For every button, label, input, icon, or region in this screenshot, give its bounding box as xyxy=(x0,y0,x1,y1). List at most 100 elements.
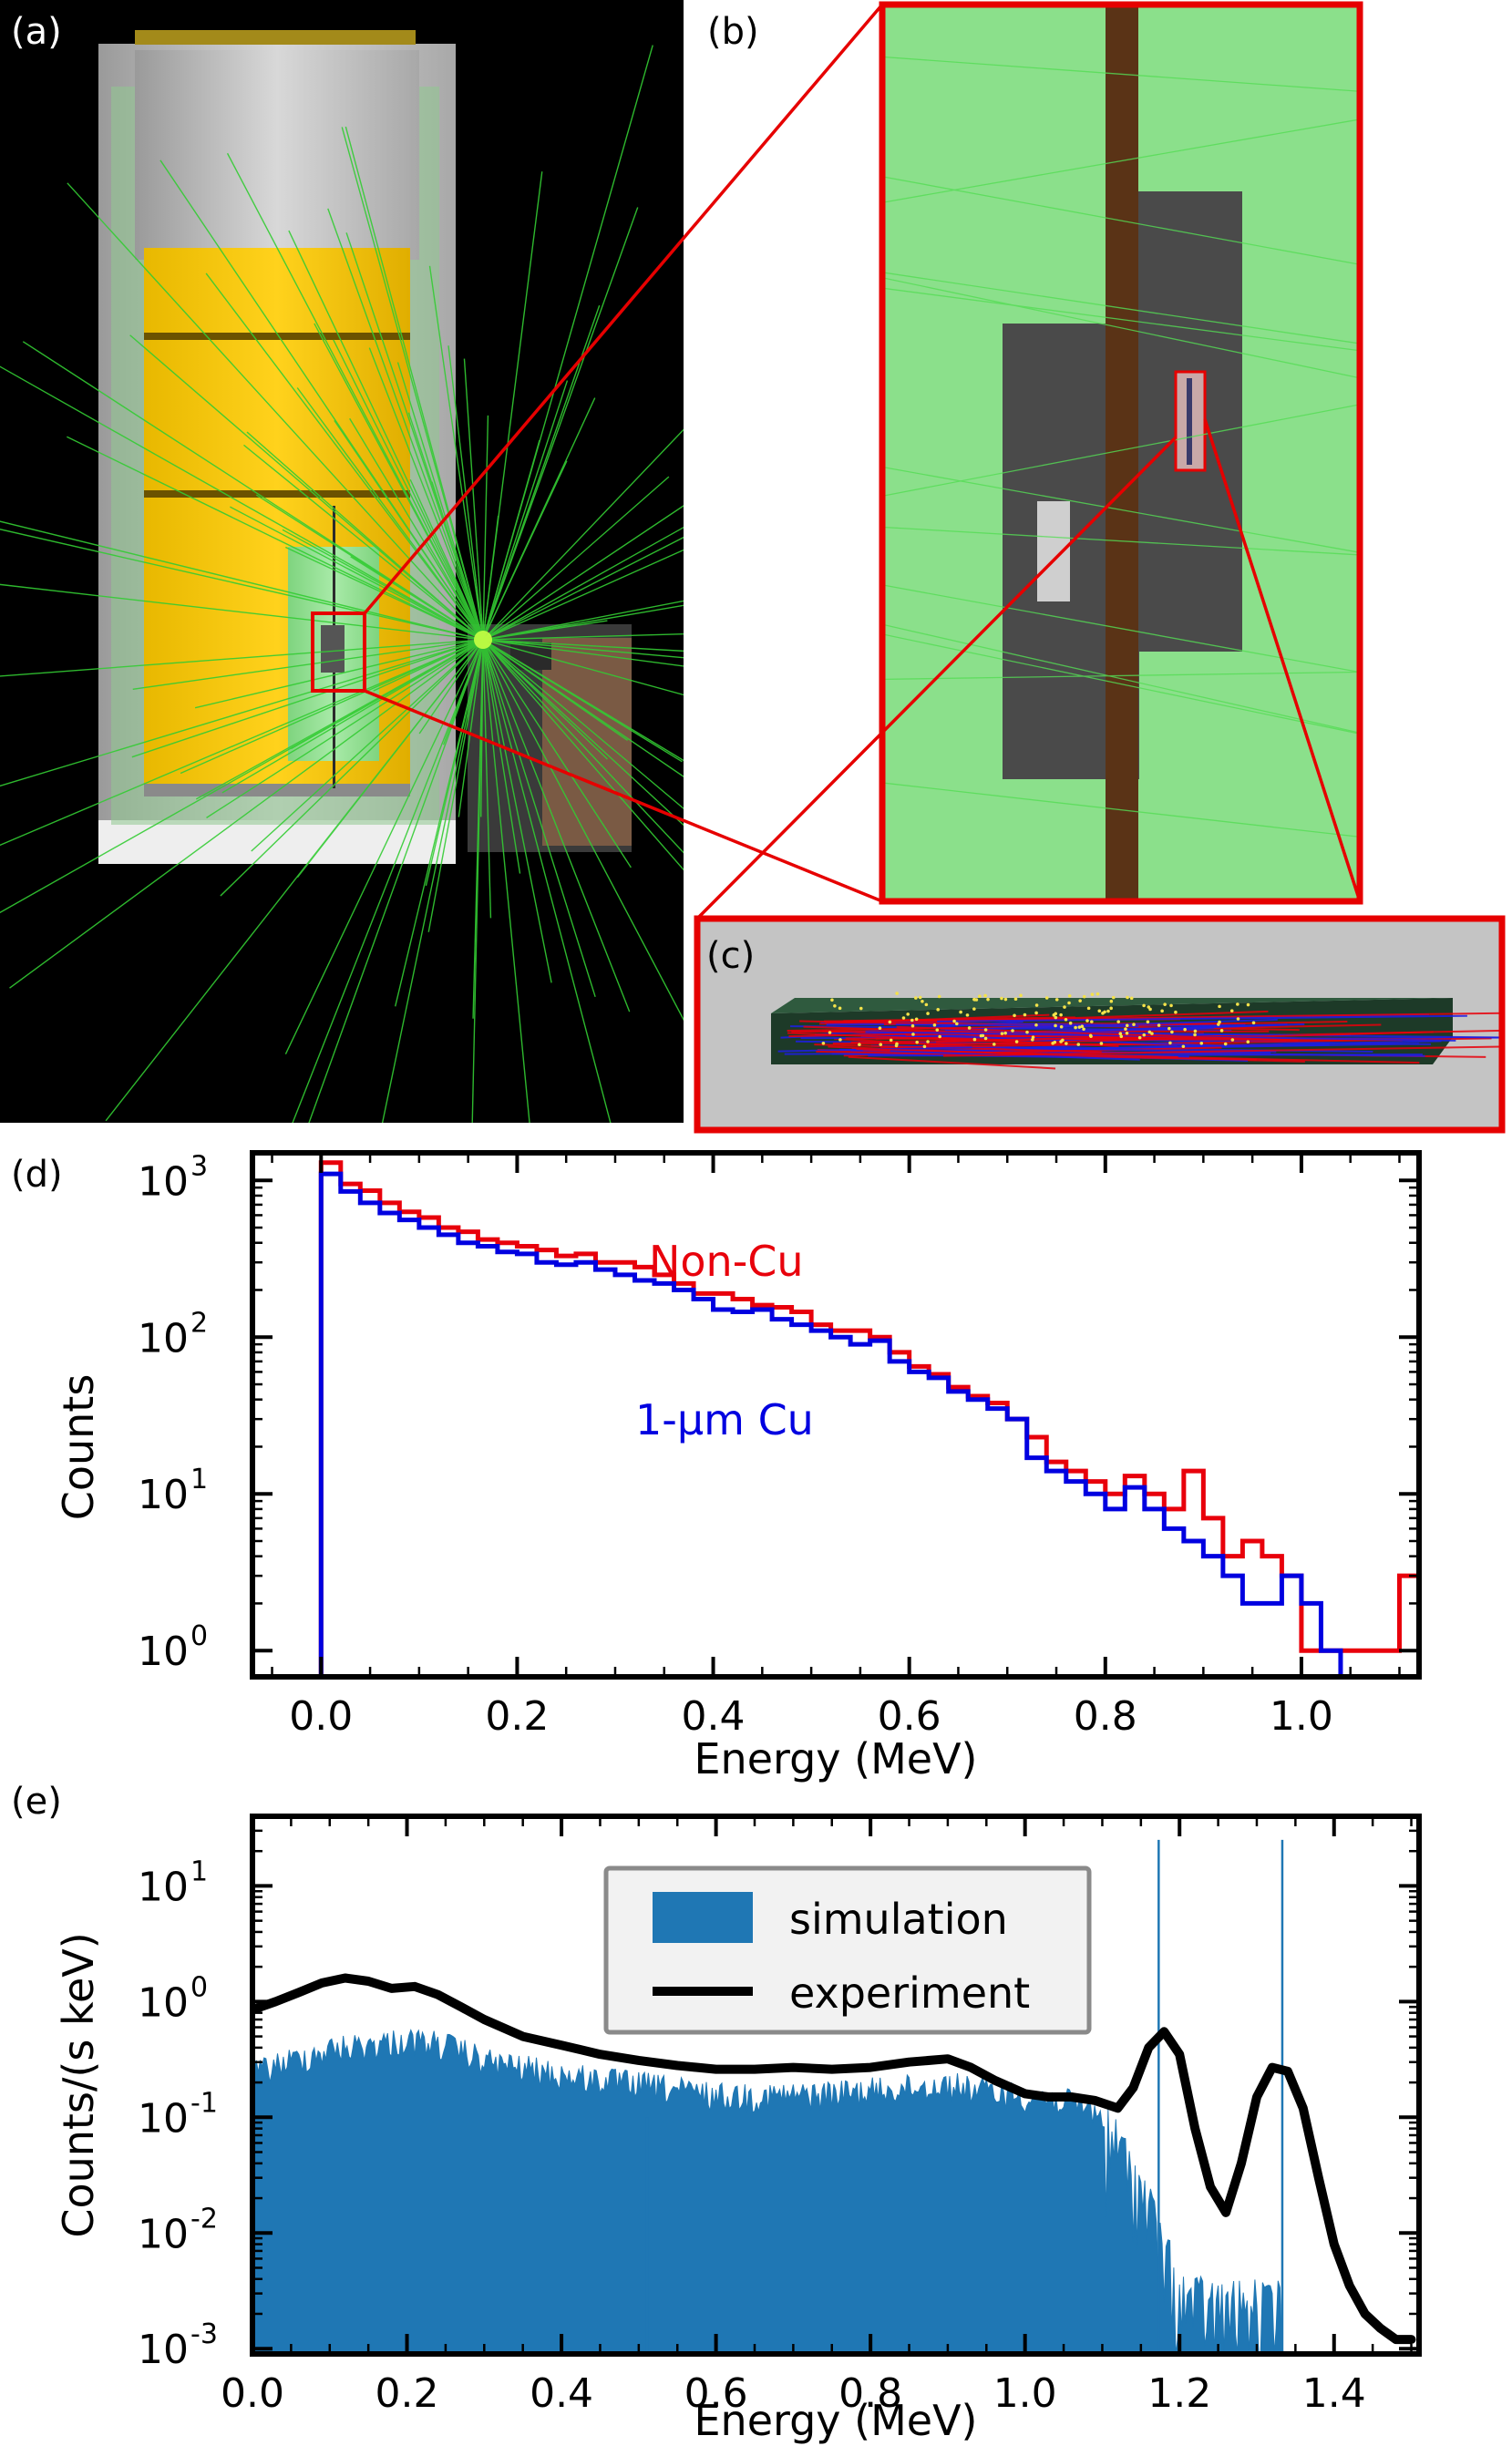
track-line xyxy=(885,277,1359,379)
energy-deposit xyxy=(859,1006,863,1011)
energy-deposit xyxy=(1076,1043,1081,1046)
track-line xyxy=(180,639,484,775)
energy-deposit xyxy=(895,992,899,995)
y-tick-label: 10-1 xyxy=(138,2087,218,2142)
chart-d-frame xyxy=(250,1150,1422,1680)
energy-deposit xyxy=(1157,1023,1161,1027)
track-line xyxy=(67,182,484,641)
energy-deposit xyxy=(1168,1041,1172,1045)
energy-deposit xyxy=(1082,1027,1085,1032)
energy-deposit xyxy=(830,998,834,1002)
y-tick-base: 10 xyxy=(138,1629,189,1675)
track-line xyxy=(159,159,484,641)
legend-e: simulation experiment xyxy=(603,1865,1092,2035)
y-tick-base: 10 xyxy=(138,2095,189,2142)
energy-deposit xyxy=(1217,1023,1220,1026)
track-line xyxy=(105,639,484,1122)
track-line xyxy=(285,546,484,641)
electron-track xyxy=(843,1016,1075,1023)
track-line xyxy=(482,639,684,827)
track-line xyxy=(482,549,684,641)
track-line xyxy=(885,404,1359,497)
energy-deposit xyxy=(986,997,990,1002)
track-line xyxy=(463,358,484,641)
panel-label-c: (c) xyxy=(706,935,755,977)
y-tick-base: 10 xyxy=(138,1864,189,1910)
energy-deposit xyxy=(1126,995,1129,1000)
energy-deposit xyxy=(894,1043,899,1048)
track-line xyxy=(230,506,484,641)
track-line xyxy=(409,478,484,641)
energy-deposit xyxy=(1142,1003,1146,1008)
energy-deposit xyxy=(1077,1025,1082,1029)
energy-deposit xyxy=(983,1028,988,1032)
track-line xyxy=(0,520,484,641)
energy-deposit xyxy=(983,1036,988,1041)
track-line xyxy=(220,639,484,897)
electron-track xyxy=(937,1014,1467,1023)
energy-deposit xyxy=(910,1023,915,1028)
energy-deposit xyxy=(926,1012,930,1015)
track-line xyxy=(482,536,684,641)
energy-deposit xyxy=(1193,1033,1197,1037)
track-line xyxy=(885,671,1359,681)
energy-deposit xyxy=(1051,1042,1054,1045)
annotation-1um-cu: 1-µm Cu xyxy=(635,1395,814,1444)
zoom-frame-b xyxy=(879,1,1363,905)
track-line xyxy=(482,207,639,641)
track-line xyxy=(482,639,492,919)
energy-deposit xyxy=(1059,1024,1064,1029)
y-tick-base: 10 xyxy=(138,1315,189,1362)
series-non-cu-step xyxy=(318,1160,1419,1677)
y-tick-base: 10 xyxy=(138,1158,189,1205)
energy-deposit xyxy=(888,1020,892,1024)
energy-deposit xyxy=(1119,1034,1124,1039)
energy-deposit xyxy=(838,1006,842,1011)
track-line xyxy=(482,620,608,641)
energy-deposit xyxy=(952,1019,956,1023)
zoom-connectors xyxy=(363,3,1362,920)
track-line xyxy=(0,583,484,641)
energy-deposit xyxy=(1013,1013,1016,1018)
energy-deposit xyxy=(1125,1023,1129,1028)
energy-deposit xyxy=(1137,1035,1142,1040)
energy-deposit xyxy=(1236,1002,1239,1006)
energy-deposit xyxy=(1064,1017,1068,1022)
energy-deposit xyxy=(1146,1020,1150,1024)
track-line xyxy=(427,639,484,932)
y-tick-exponent: 0 xyxy=(190,1971,208,2003)
track-line xyxy=(482,639,631,1012)
energy-deposit xyxy=(1116,1020,1121,1023)
energy-deposit xyxy=(959,1010,962,1014)
energy-deposit xyxy=(1099,1042,1104,1045)
x-tick-label: 1.2 xyxy=(1147,2370,1211,2417)
energy-deposit xyxy=(965,1013,970,1017)
x-tick-label: 0.4 xyxy=(682,1693,746,1740)
energy-deposit xyxy=(1089,1034,1093,1038)
energy-deposit xyxy=(967,1026,972,1030)
track-line xyxy=(482,639,596,998)
chart-d-ylabel: Counts xyxy=(54,1374,103,1521)
energy-deposit xyxy=(1199,1042,1204,1045)
track-line xyxy=(482,639,684,762)
zoom-frame-c xyxy=(694,915,1506,1134)
track-line xyxy=(482,639,608,760)
energy-deposit xyxy=(828,1031,832,1034)
energy-deposit xyxy=(1150,1032,1154,1035)
track-line xyxy=(327,208,484,641)
track-line xyxy=(482,639,684,659)
energy-deposit xyxy=(1181,1044,1186,1049)
y-tick-exponent: -1 xyxy=(190,2087,218,2119)
energy-deposit xyxy=(1183,1027,1187,1032)
energy-deposit xyxy=(1218,1004,1221,1009)
energy-deposit xyxy=(1160,1009,1164,1013)
energy-deposit xyxy=(1059,1012,1063,1017)
track-line xyxy=(345,126,484,641)
energy-deposit xyxy=(1251,1021,1256,1025)
track-line xyxy=(471,639,484,1123)
energy-deposit xyxy=(1023,1012,1027,1017)
energy-deposit xyxy=(1142,1033,1147,1037)
energy-deposit xyxy=(1169,1003,1173,1008)
x-tick-label: 1.0 xyxy=(1270,1693,1333,1740)
